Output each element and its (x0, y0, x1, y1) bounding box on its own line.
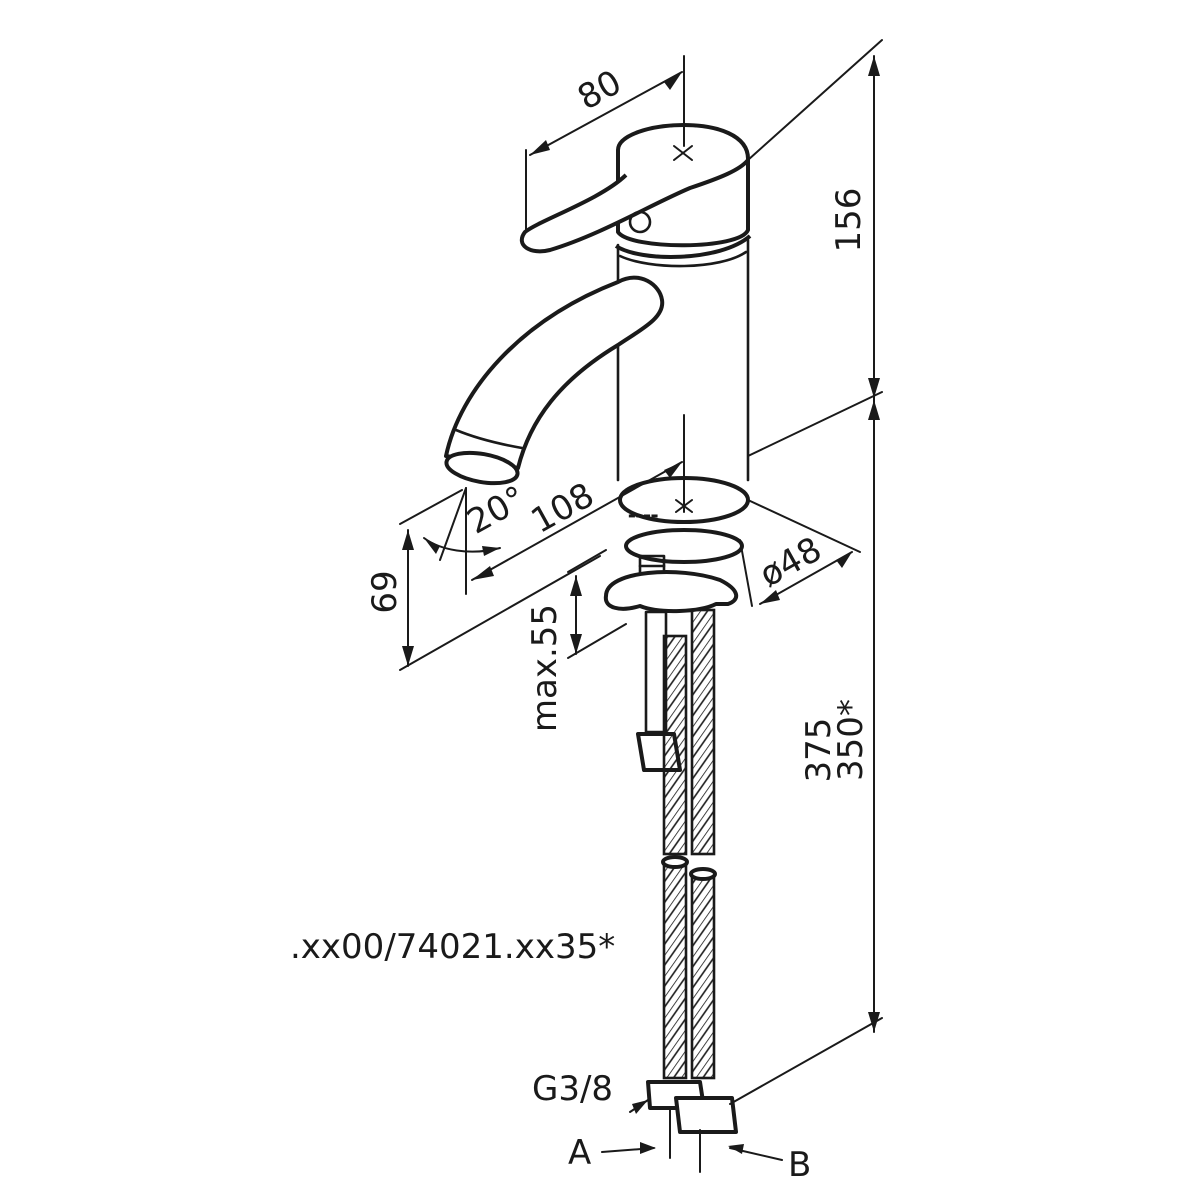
model-code: .xx00/74021.xx35* (290, 927, 615, 967)
label-base-diameter: ø48 (753, 529, 828, 595)
label-thread: G3/8 (532, 1069, 613, 1109)
brand-mark: ▬▬▬▬ (628, 511, 658, 520)
dimension-base-diameter: ø48 (739, 499, 861, 607)
label-inlet-a: A (568, 1133, 591, 1173)
label-spout-reach: 80 (571, 62, 628, 118)
label-hose-length: 375 (799, 718, 839, 783)
flexible-hoses (646, 608, 738, 1173)
label-max-deck: max.55 (525, 604, 565, 732)
lever-handle (519, 123, 751, 254)
dimension-outlet-angle: 20° (423, 478, 533, 561)
label-hose-length-alt: 350* (831, 699, 871, 781)
label-inlet-b: B (788, 1145, 811, 1185)
label-body-height: 156 (829, 188, 869, 253)
dimension-max-deck: max.55 (525, 549, 627, 732)
connection-labels: G3/8 A B (532, 1069, 811, 1185)
dimension-outlet-height: 69 (365, 489, 601, 671)
spout (444, 275, 665, 486)
label-outlet-height: 69 (365, 570, 405, 613)
dimension-vertical-right: 156 375 350* (729, 39, 883, 1105)
label-outlet-spacing: 108 (525, 475, 601, 541)
label-outlet-angle: 20° (461, 478, 533, 542)
